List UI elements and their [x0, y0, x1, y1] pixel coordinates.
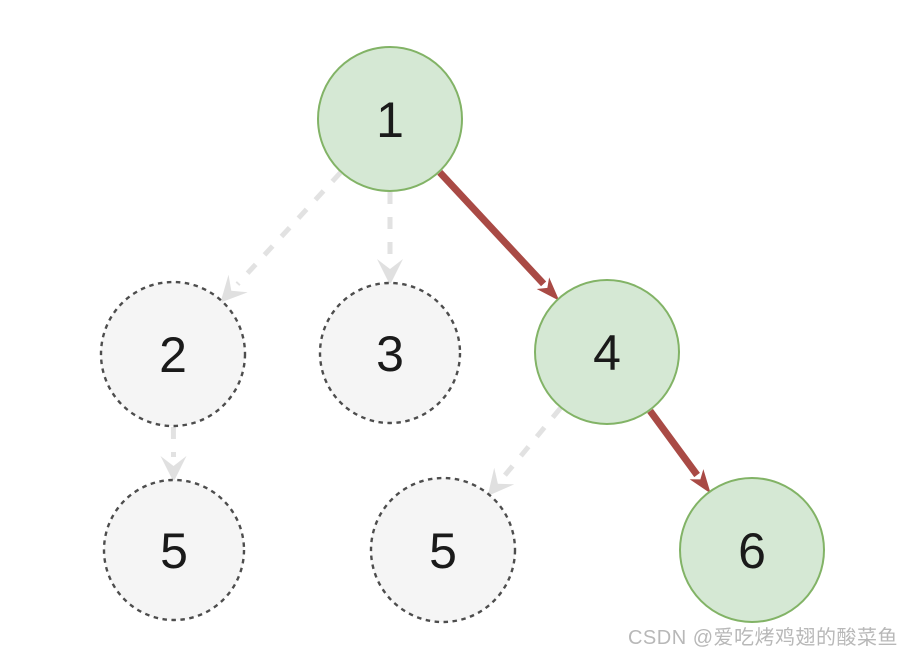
edge-n4-n5b [487, 406, 563, 497]
tree-node-n3: 3 [318, 281, 462, 425]
edge-n4-n6 [647, 408, 711, 494]
node-label-n5b: 5 [429, 523, 457, 579]
node-circle-n5b [369, 476, 517, 624]
node-label-n4: 4 [593, 325, 621, 381]
tree-node-n5b: 5 [369, 476, 517, 624]
node-label-n1: 1 [376, 92, 404, 148]
node-circle-n2 [99, 280, 247, 428]
edge-n1-n4 [437, 170, 560, 301]
node-circle-n4 [534, 279, 680, 425]
node-label-n6: 6 [738, 523, 766, 579]
node-circle-n6 [679, 477, 825, 623]
node-circle-n1 [317, 46, 463, 192]
node-label-n2: 2 [159, 327, 187, 383]
edge-n1-n2 [220, 170, 343, 303]
tree-node-n4: 4 [534, 279, 680, 425]
tree-node-n1: 1 [317, 46, 463, 192]
tree-node-n6: 6 [679, 477, 825, 623]
tree-node-n5a: 5 [102, 478, 246, 622]
nodes-layer: 1 2 3 4 5 5 6 [99, 46, 825, 624]
edges-layer [160, 170, 711, 497]
node-label-n3: 3 [376, 326, 404, 382]
node-circle-n5a [102, 478, 246, 622]
node-label-n5a: 5 [160, 523, 188, 579]
watermark: CSDN @爱吃烤鸡翅的酸菜鱼 [627, 627, 898, 649]
tree-node-n2: 2 [99, 280, 247, 428]
node-circle-n3 [318, 281, 462, 425]
